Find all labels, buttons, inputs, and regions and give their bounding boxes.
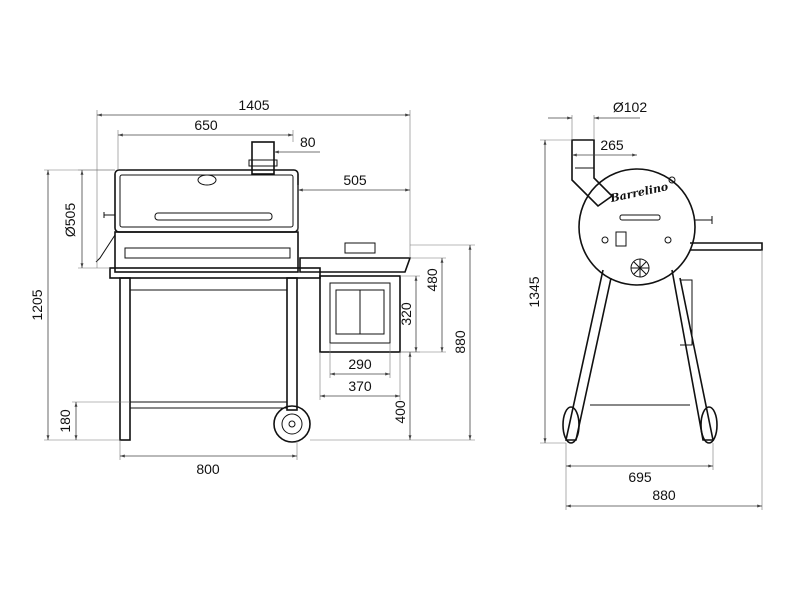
side-left-leg — [565, 269, 612, 441]
side-dimensions — [540, 115, 763, 510]
side-door-latch — [615, 231, 627, 247]
front-wheel — [273, 405, 311, 443]
side-view: Barrelino — [562, 139, 763, 444]
front-wheel-axle — [288, 420, 296, 428]
dim-label-400: 400 — [392, 400, 408, 424]
front-wheel-hub — [281, 413, 303, 435]
side-drum — [578, 168, 696, 286]
side-wheel-left — [562, 406, 580, 444]
side-air-vent-spokes — [631, 259, 649, 277]
front-drum-inner — [119, 174, 294, 228]
front-labels: 1405 650 80 505 Ø505 1205 180 800 290 37… — [29, 97, 468, 477]
front-right-leg — [286, 277, 298, 411]
front-dimensions — [44, 110, 475, 460]
lower-shelf — [129, 401, 288, 409]
front-drum-lid — [114, 169, 299, 233]
front-chimney — [251, 141, 275, 175]
dim-label-265: 265 — [600, 137, 624, 153]
front-left-leg — [119, 277, 131, 441]
dim-label-695: 695 — [628, 469, 652, 485]
side-lever — [103, 212, 115, 218]
side-knob-right — [664, 236, 672, 244]
firebox — [319, 275, 401, 353]
dim-label-180: 180 — [57, 409, 73, 433]
chimney-damper — [248, 159, 278, 167]
front-body — [114, 231, 299, 273]
side-right-leg — [671, 269, 714, 441]
side-firebox — [680, 279, 693, 346]
dim-label-1345: 1345 — [526, 276, 542, 307]
crank-handle — [95, 234, 116, 263]
side-wheel-right — [700, 406, 718, 444]
dim-label-880-front: 880 — [452, 330, 468, 354]
front-grill-rail — [124, 247, 291, 259]
brand-logo: Barrelino — [608, 180, 669, 205]
dim-label-650: 650 — [194, 117, 218, 133]
dim-label-1205: 1205 — [29, 289, 45, 320]
front-view — [95, 141, 412, 443]
dim-label-505: 505 — [343, 172, 367, 188]
dim-label-320: 320 — [398, 302, 414, 326]
dim-label-370: 370 — [348, 378, 372, 394]
dim-label-800: 800 — [196, 461, 220, 477]
side-knob-left — [601, 236, 609, 244]
front-base-plate — [109, 267, 321, 279]
dim-label-diameter-102: Ø102 — [613, 99, 647, 115]
firebox-door — [329, 282, 391, 344]
side-knob-top — [668, 176, 676, 184]
dim-label-80: 80 — [300, 134, 316, 150]
dim-label-880-side: 880 — [652, 487, 676, 503]
dim-label-diameter-505: Ø505 — [62, 203, 78, 237]
side-table-pot — [344, 242, 376, 254]
side-view-table — [690, 242, 763, 251]
side-handle-rod — [694, 216, 713, 224]
side-labels: Ø102 265 1345 695 880 — [526, 99, 676, 503]
thermometer — [197, 174, 217, 186]
lid-handle — [154, 212, 273, 221]
dim-label-480: 480 — [424, 268, 440, 292]
dim-label-290: 290 — [348, 356, 372, 372]
side-lid-handle — [619, 214, 661, 221]
dim-label-1405: 1405 — [238, 97, 269, 113]
side-table — [299, 257, 412, 273]
